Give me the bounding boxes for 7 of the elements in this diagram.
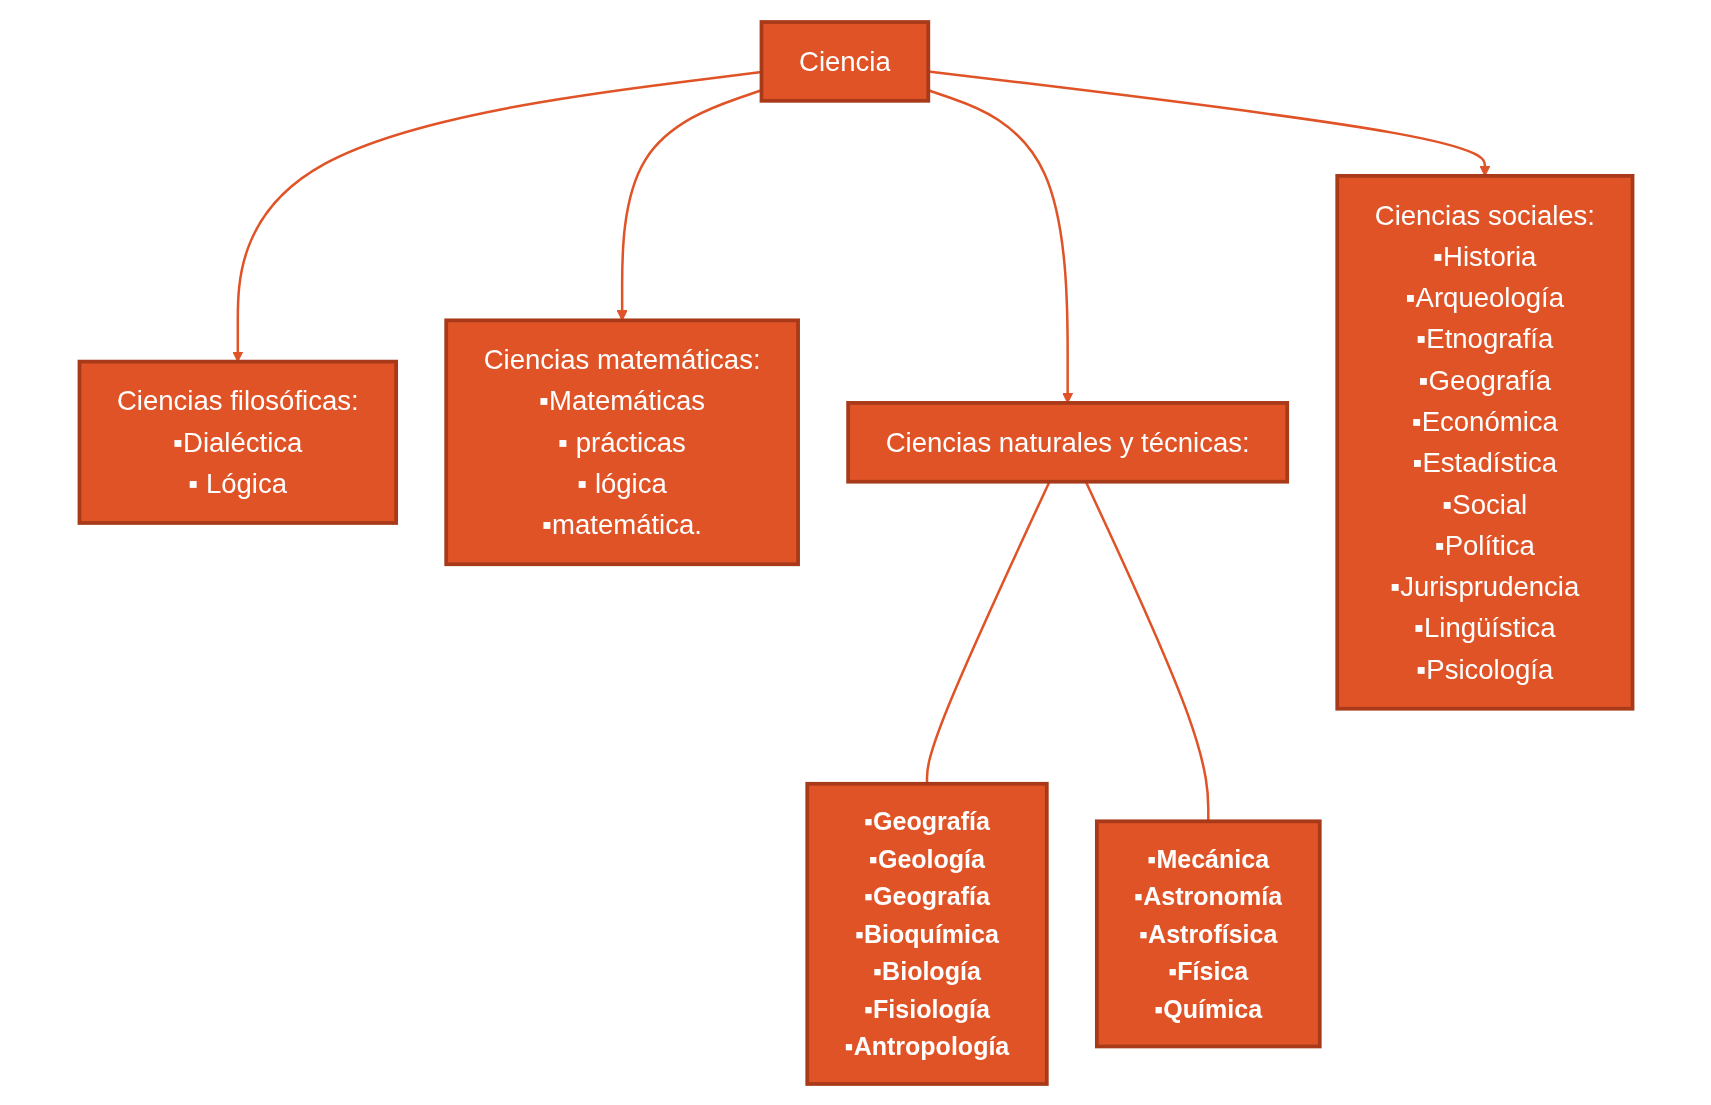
node-box: Ciencias matemáticas: ▪Matemáticas ▪ prácticas ▪ lógica ▪matemática. <box>443 317 800 566</box>
node-box: Ciencias sociales: ▪Historia ▪Arqueología ▪Etnografía ▪Geografía ▪Económica ▪Estadística ▪Social ▪Política ▪Jurisprudencia ▪Lingüística ▪Psicología <box>1334 173 1634 711</box>
node-box: Ciencia <box>759 19 930 103</box>
node-box: ▪Mecánica ▪Astronomía ▪Astrofísica ▪Física ▪Química <box>1094 818 1322 1048</box>
node-box: ▪Geografía ▪Geología ▪Geografía ▪Bioquímica ▪Biología ▪Fisiología ▪Antropología <box>804 781 1049 1086</box>
node-box: Ciencias filosóficas: ▪Dialéctica ▪ Lógica <box>77 359 398 525</box>
node-box: Ciencias naturales y técnicas: <box>845 400 1289 484</box>
